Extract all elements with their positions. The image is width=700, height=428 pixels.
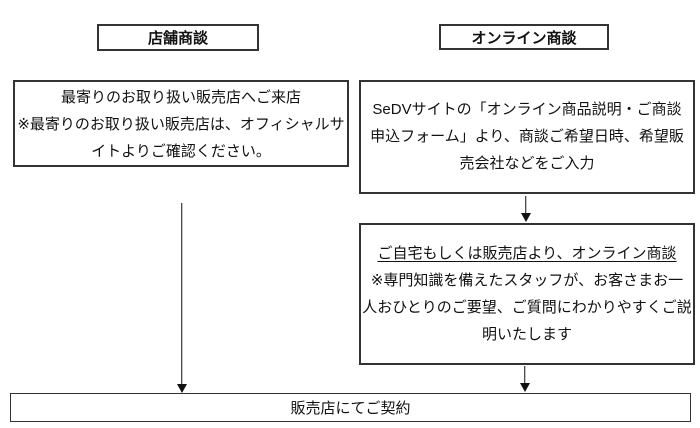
online-meeting-line-2: ※専門知識を備えたスタッフが、お客さまお一 <box>370 272 684 289</box>
arrow-line <box>180 203 183 386</box>
arrow-line <box>524 196 527 215</box>
online-flow-header-box: オンライン商談 <box>439 24 609 50</box>
arrow-line <box>523 366 526 385</box>
store-flow-header-box: 店舗商談 <box>97 24 259 51</box>
online-flow-header-label: オンライン商談 <box>471 29 577 47</box>
contract-box-label: 販売店にてご契約 <box>290 400 411 417</box>
arrow-head-icon <box>520 213 531 222</box>
store-flow-header-label: 店舗商談 <box>147 30 208 47</box>
store-visit-line-2: ※最寄りのお取り扱い販売店は、オフィシャルサ <box>17 116 345 133</box>
online-form-line-1: SeDVサイトの「オンライン商品説明・ご商談 <box>372 101 682 118</box>
store-visit-line-1: 最寄りのお取り扱い販売店へご来店 <box>60 89 301 106</box>
arrow-head-icon <box>519 383 530 392</box>
online-meeting-line-4: 明いたします <box>481 326 572 343</box>
online-meeting-step-box: ご自宅もしくは販売店より、オンライン商談 ※専門知識を備えたスタッフが、お客さま… <box>359 223 695 365</box>
online-form-line-3: 売会社などをご入力 <box>459 155 595 172</box>
contract-box: 販売店にてご契約 <box>10 393 691 422</box>
online-form-line-2: 申込フォーム」より、商談ご希望日時、希望販 <box>370 128 684 145</box>
online-form-step-box: SeDVサイトの「オンライン商品説明・ご商談 申込フォーム」より、商談ご希望日時… <box>359 80 695 194</box>
online-meeting-title-line: ご自宅もしくは販売店より、オンライン商談 <box>377 245 677 262</box>
store-to-contract-arrow-icon <box>176 203 187 393</box>
store-visit-step-box: 最寄りのお取り扱い販売店へご来店 ※最寄りのお取り扱い販売店は、オフィシャルサ … <box>13 80 349 167</box>
store-visit-line-3: イトよりご確認ください。 <box>91 143 271 160</box>
arrow-head-icon <box>176 384 187 393</box>
form-to-meeting-arrow-icon <box>520 196 531 222</box>
online-meeting-line-3: 人おひとりのご要望、ご質問にわかりやすくご説 <box>362 299 692 316</box>
meeting-to-contract-arrow-icon <box>519 366 530 392</box>
